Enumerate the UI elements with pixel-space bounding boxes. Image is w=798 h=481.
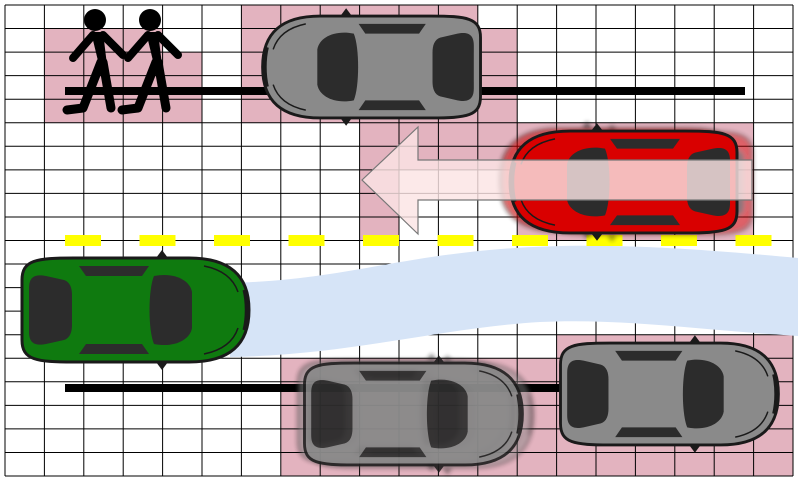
occupied-cell [162,99,202,123]
ego-car [20,248,251,372]
occupied-cell [359,122,399,147]
occupied-cell [477,99,518,123]
parked-car-top [261,6,482,128]
pedestrian [117,9,182,115]
occupied-cell [556,452,596,476]
lane-divider-dash [65,235,101,246]
occupied-cell [714,452,754,476]
parked-car-bottom-blurred [297,351,535,477]
lane-divider-dash [139,235,176,246]
occupied-cell [517,452,557,476]
lane-divider-dash [661,235,697,246]
occupied-cell [438,122,478,147]
occupied-cell [241,5,281,29]
occupied-cell [635,452,675,476]
lane-divider-dash [288,235,325,246]
lane-divider-dash [512,235,548,246]
occupied-cell [517,358,557,382]
lane-divider-dash [214,235,250,246]
occupied-cell [477,28,518,53]
occupied-cell [241,99,281,123]
occupied-cell [477,52,518,76]
occupied-cell [44,28,84,53]
lane-divider [65,235,772,246]
occupied-cell [596,452,636,476]
lane-divider-dash [735,235,772,246]
motion-direction-arrow [361,125,753,236]
occupied-cell [162,52,202,76]
occupied-cell [359,216,399,241]
occupied-cell [674,452,715,476]
occupied-cell [477,122,518,147]
pedestrian [62,9,127,115]
occupied-cell [753,334,793,359]
planned-path [230,245,798,357]
lane-divider-dash [363,235,399,246]
occupied-cell [753,428,793,453]
lane-divider-dash [586,235,623,246]
occupied-cell [753,452,793,476]
parked-car-bottom-right [559,333,780,455]
lane-divider-dash [437,235,474,246]
